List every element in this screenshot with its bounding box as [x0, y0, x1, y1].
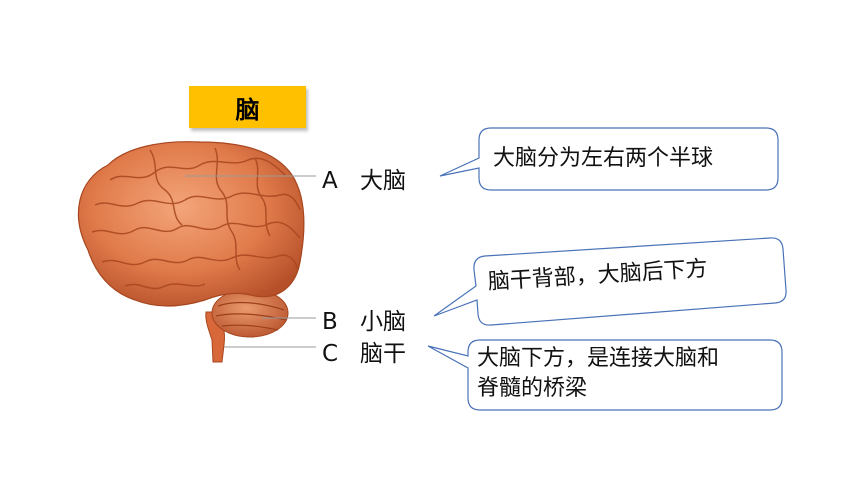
title-box: 脑: [189, 86, 306, 128]
callout-a-line-1: 大脑分为左右两个半球: [493, 146, 714, 171]
part-name-b: 小脑: [360, 309, 406, 335]
title-text: 脑: [235, 95, 260, 124]
callout-a-text: 大脑分为左右两个半球: [493, 144, 713, 174]
callout-c-text: 大脑下方，是连接大脑和 脊髓的桥梁: [477, 344, 719, 404]
callout-b-bubble: [433, 237, 787, 326]
callout-c-line-2: 脊髓的桥梁: [477, 376, 588, 401]
part-letter-b: B: [322, 309, 338, 335]
part-letter-c: C: [322, 341, 339, 367]
part-letter-a: A: [322, 168, 338, 194]
part-name-a: 大脑: [360, 168, 406, 194]
part-label-a: A 大脑: [322, 161, 406, 195]
part-label-b: B 小脑: [322, 302, 406, 336]
part-name-c: 脑干: [360, 341, 406, 367]
part-label-c: C 脑干: [322, 334, 406, 368]
callout-c-line-1: 大脑下方，是连接大脑和: [477, 346, 720, 371]
callout-a-bubble: [439, 127, 779, 191]
callout-c-bubble: [427, 339, 783, 411]
